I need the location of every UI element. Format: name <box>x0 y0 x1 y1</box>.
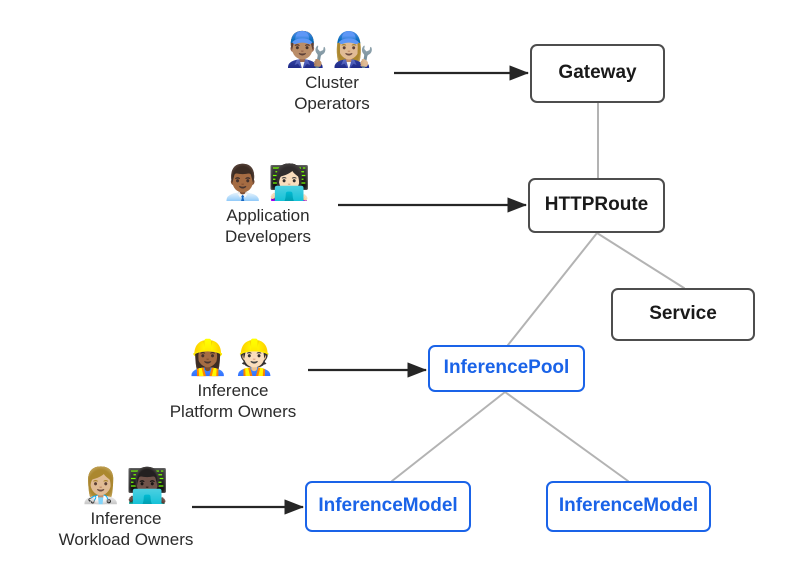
node-label-service: Service <box>649 303 717 325</box>
node-httproute[interactable]: HTTPRoute <box>528 178 665 233</box>
node-inferencemodel-1[interactable]: InferenceModel <box>305 481 471 532</box>
persona-label-inference-workload-owners: Inference Workload Owners <box>58 509 194 549</box>
node-inferencepool[interactable]: InferencePool <box>428 345 585 392</box>
node-label-inferencemodel-2: InferenceModel <box>558 495 699 517</box>
persona-label-inference-platform-owners: Inference Platform Owners <box>169 381 297 421</box>
persona-arrows <box>192 65 530 515</box>
connector-httproute-to-service <box>596 232 685 289</box>
persona-avatars-icon-inference-workload-owners: 👩🏼‍⚕️👨🏿‍💻 <box>79 466 173 506</box>
node-label-httproute: HTTPRoute <box>544 194 649 216</box>
persona-inference-platform-owners: 👷🏾‍♀️👷🏻Inference Platform Owners <box>138 338 328 422</box>
node-inferencemodel-2[interactable]: InferenceModel <box>546 481 711 532</box>
persona-avatars-icon-cluster-operators: 👨🏽‍🔧👩🏼‍🔧 <box>285 30 379 70</box>
node-gateway[interactable]: Gateway <box>530 44 665 103</box>
persona-cluster-operators: 👨🏽‍🔧👩🏼‍🔧Cluster Operators <box>237 30 427 114</box>
node-label-gateway: Gateway <box>558 62 637 84</box>
node-label-inferencepool: InferencePool <box>443 357 570 379</box>
persona-inference-workload-owners: 👩🏼‍⚕️👨🏿‍💻Inference Workload Owners <box>31 466 221 550</box>
connector-inferencepool-to-model-1 <box>391 391 506 482</box>
persona-label-application-developers: Application Developers <box>225 206 311 246</box>
node-label-inferencemodel-1: InferenceModel <box>318 495 458 517</box>
connector-inferencepool-to-model-2 <box>504 391 629 482</box>
persona-label-cluster-operators: Cluster Operators <box>294 73 370 113</box>
persona-avatars-icon-inference-platform-owners: 👷🏾‍♀️👷🏻 <box>186 338 280 378</box>
persona-avatars-icon-application-developers: 👨🏾‍💼👩🏻‍💻 <box>221 163 315 203</box>
node-service[interactable]: Service <box>611 288 755 341</box>
connector-httproute-to-inferencepool <box>507 232 598 346</box>
persona-application-developers: 👨🏾‍💼👩🏻‍💻Application Developers <box>173 163 363 247</box>
